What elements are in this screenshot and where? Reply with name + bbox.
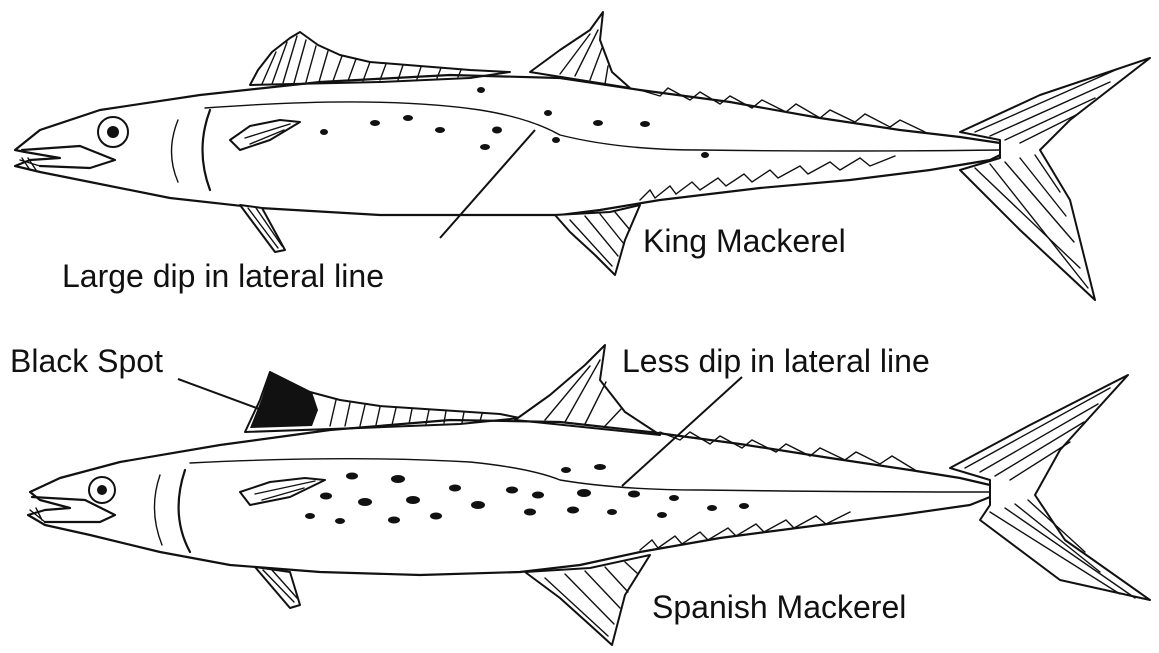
spanish-mackerel-label: Spanish Mackerel: [652, 589, 906, 625]
king-pelvic-fin: [240, 205, 285, 252]
spanish-body-outline: [28, 420, 995, 575]
king-tail-fin: [960, 58, 1150, 300]
spanish-tail-fin: [950, 375, 1150, 600]
black-spot-label: Black Spot: [10, 343, 163, 379]
king-mackerel-label: King Mackerel: [643, 223, 846, 259]
king-first-dorsal-fin: [250, 32, 510, 85]
black-spot-pointer: [178, 379, 262, 410]
spanish-mackerel: [28, 345, 1150, 645]
spanish-gill-cover: [179, 470, 190, 552]
king-anal-fin: [555, 205, 640, 275]
king-ventral-finlets: [640, 156, 895, 200]
king-body-outline: [15, 75, 1010, 215]
spanish-note-label: Less dip in lateral line: [622, 343, 930, 379]
king-note-label: Large dip in lateral line: [62, 258, 384, 294]
king-gill-cover: [203, 110, 211, 190]
spanish-spots: [305, 464, 749, 524]
king-spots: [320, 87, 709, 158]
king-mackerel: [15, 12, 1150, 300]
